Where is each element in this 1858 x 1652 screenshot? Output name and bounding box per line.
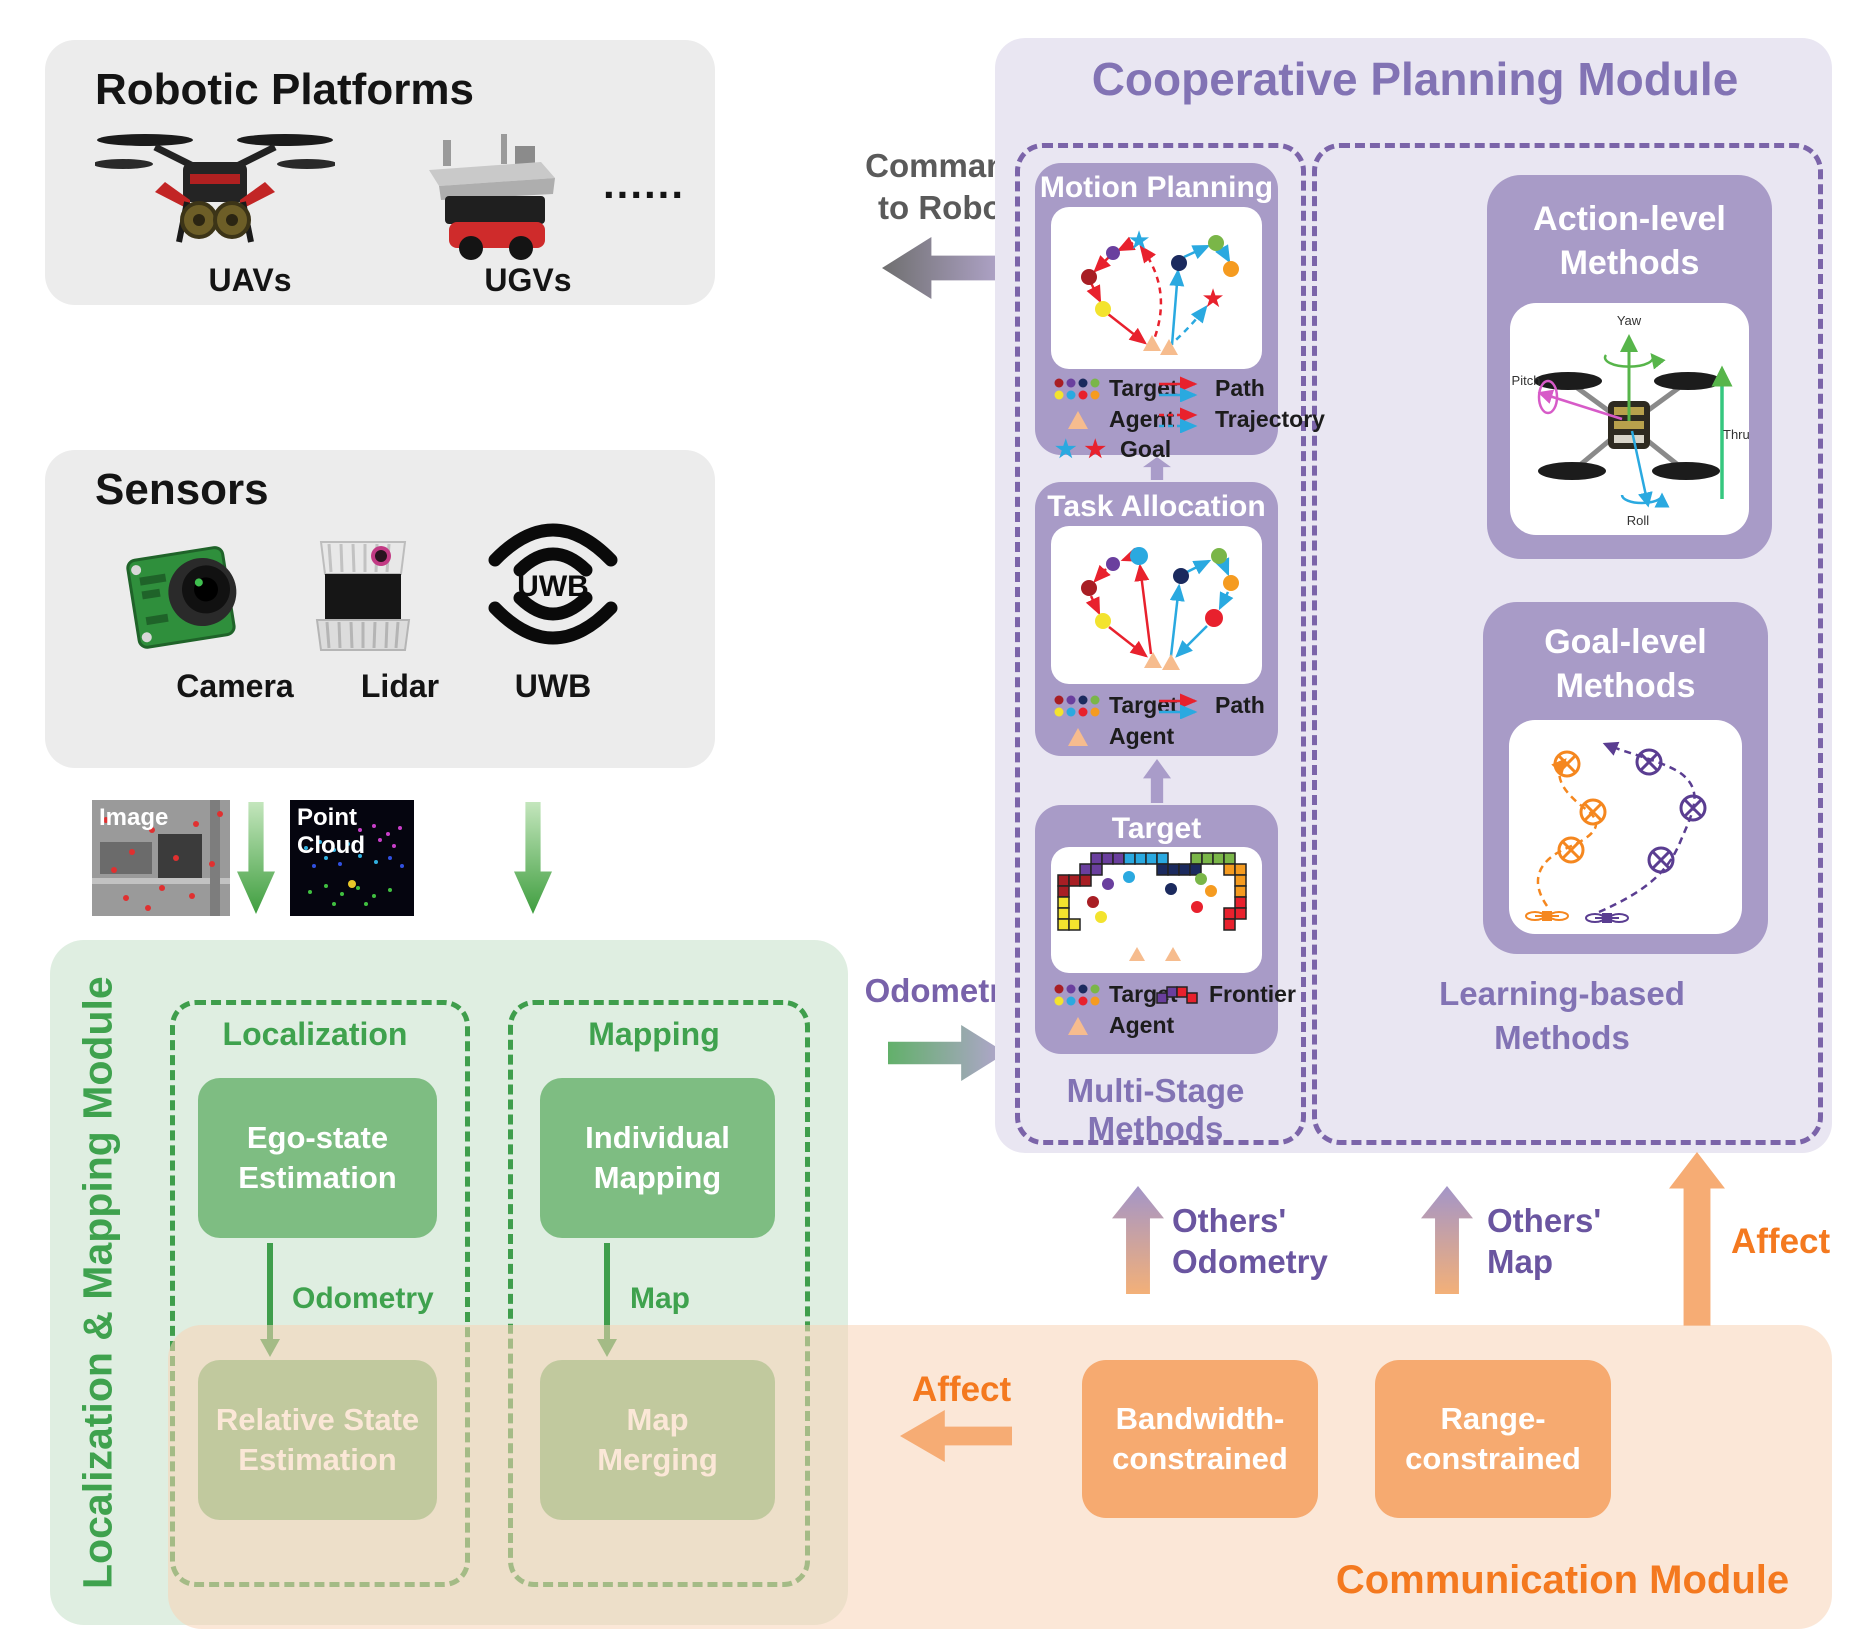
svg-text:Yaw: Yaw xyxy=(1617,313,1642,328)
others-odometry-arrow-icon xyxy=(1112,1186,1164,1294)
ugv-label: UGVs xyxy=(484,262,572,298)
image-thumb-label: Image xyxy=(99,804,169,831)
uav-label: UAVs xyxy=(208,262,292,298)
svg-text:Thrust: Thrust xyxy=(1723,427,1749,442)
drone-icon xyxy=(1585,913,1629,923)
odometry-flow-arrow-icon xyxy=(888,1025,1006,1081)
others-map-arrow-icon xyxy=(1421,1186,1473,1294)
others-map-label: Others' Map xyxy=(1487,1202,1602,1280)
targetgen-legend-frontier: Frontier xyxy=(1155,981,1296,1008)
ego-state-estimation-box: Ego-state Estimation xyxy=(198,1078,437,1238)
pointcloud-dots xyxy=(304,824,404,906)
motion-legend-agent: Agent xyxy=(1065,406,1174,433)
task-legend-path: Path xyxy=(1159,692,1265,719)
uwb-data-arrow-icon xyxy=(514,802,552,914)
task-legend-target: Target xyxy=(1053,692,1178,719)
ellipsis-more-platforms: ...... xyxy=(603,160,686,207)
goal-level-panel: Goal-level Methods xyxy=(1483,602,1768,954)
feature-points xyxy=(103,811,223,911)
range-constrained-box: Range- constrained xyxy=(1375,1360,1611,1518)
camera-image xyxy=(126,546,237,649)
motion-legend-trajectory: Trajectory xyxy=(1159,406,1325,433)
svg-text:Roll: Roll xyxy=(1627,513,1650,528)
learning-based-methods-label: Learning-based Methods xyxy=(1439,975,1685,1056)
targetgen-legend-agent: Agent xyxy=(1065,1012,1174,1039)
quadrotor-diagram: Yaw Pitch Roll Thrust xyxy=(1510,303,1760,535)
sensors-title: Sensors xyxy=(95,465,269,514)
individual-mapping-box: Individual Mapping xyxy=(540,1078,775,1238)
others-odometry-label: Others' Odometry xyxy=(1172,1202,1328,1280)
multistage-methods-label: Multi-Stage Methods xyxy=(1066,1072,1245,1147)
svg-text:★: ★ xyxy=(1201,283,1224,313)
mapping-group-label: Mapping xyxy=(588,1016,720,1052)
image-thumbnail: Image xyxy=(92,800,230,916)
localization-group-label: Localization xyxy=(222,1016,408,1052)
affect-up-label: Affect xyxy=(1731,1222,1831,1261)
action-level-title: Action-level Methods xyxy=(1533,200,1726,282)
odometry-edge-label: Odometry xyxy=(292,1282,434,1315)
svg-text:UWB: UWB xyxy=(517,570,589,603)
svg-text:Pitch: Pitch xyxy=(1512,373,1541,388)
uwb-icon: UWB xyxy=(488,523,618,645)
multistage-group-box xyxy=(1015,143,1306,1145)
robotic-platforms-title: Robotic Platforms xyxy=(95,65,474,114)
affect-left-label: Affect xyxy=(912,1370,1012,1409)
lm-module-title: Localization & Mapping Module xyxy=(74,976,121,1590)
uwb-label: UWB xyxy=(514,668,592,704)
task-legend-agent: Agent xyxy=(1065,723,1174,750)
commands-arrow-icon xyxy=(882,237,1012,299)
goal-trajectories-plot xyxy=(1509,720,1742,934)
communication-module-title: Communication Module xyxy=(1335,1558,1790,1602)
svg-text:★: ★ xyxy=(1127,225,1150,255)
affect-up-arrow-icon xyxy=(1669,1152,1725,1326)
camera-label: Camera xyxy=(176,668,294,704)
task-allocation-panel: Task Allocation xyxy=(1035,482,1278,756)
target-generation-plot xyxy=(1051,847,1262,973)
camera-data-arrow-icon xyxy=(237,802,275,914)
motion-legend-target: Target xyxy=(1053,375,1178,402)
goal-level-title: Goal-level Methods xyxy=(1544,623,1707,705)
uav-image xyxy=(95,134,335,243)
drone-icon xyxy=(1525,911,1569,921)
task-allocation-plot xyxy=(1051,526,1262,684)
lidar-image xyxy=(315,541,411,651)
map-edge-label: Map xyxy=(630,1282,690,1315)
learning-group-box xyxy=(1312,143,1823,1145)
action-level-panel: Action-level Methods xyxy=(1487,175,1772,559)
task-allocation-title: Task Allocation xyxy=(1047,490,1266,523)
motion-legend-goal: ★★ Goal xyxy=(1055,436,1172,463)
motion-planning-panel: Motion Planning xyxy=(1035,163,1325,463)
sensors-box: Sensors xyxy=(45,450,715,768)
pointcloud-thumbnail: Point Cloud xyxy=(290,800,414,916)
cpm-title: Cooperative Planning Module xyxy=(1091,53,1739,105)
odometry-flow-label: Odometry xyxy=(864,972,1021,1009)
target-generation-panel: Target Generation xyxy=(1035,805,1296,1054)
lidar-label: Lidar xyxy=(360,668,440,704)
ugv-image xyxy=(429,134,555,260)
pointcloud-thumb-label: Point Cloud xyxy=(297,804,365,859)
motion-planning-title: Motion Planning xyxy=(1039,171,1274,204)
robotic-platforms-box: Robotic Platforms xyxy=(45,40,715,305)
motion-planning-plot: ★ ★ xyxy=(1051,207,1262,369)
motion-legend-path: Path xyxy=(1159,375,1265,402)
bandwidth-constrained-box: Bandwidth- constrained xyxy=(1082,1360,1318,1518)
